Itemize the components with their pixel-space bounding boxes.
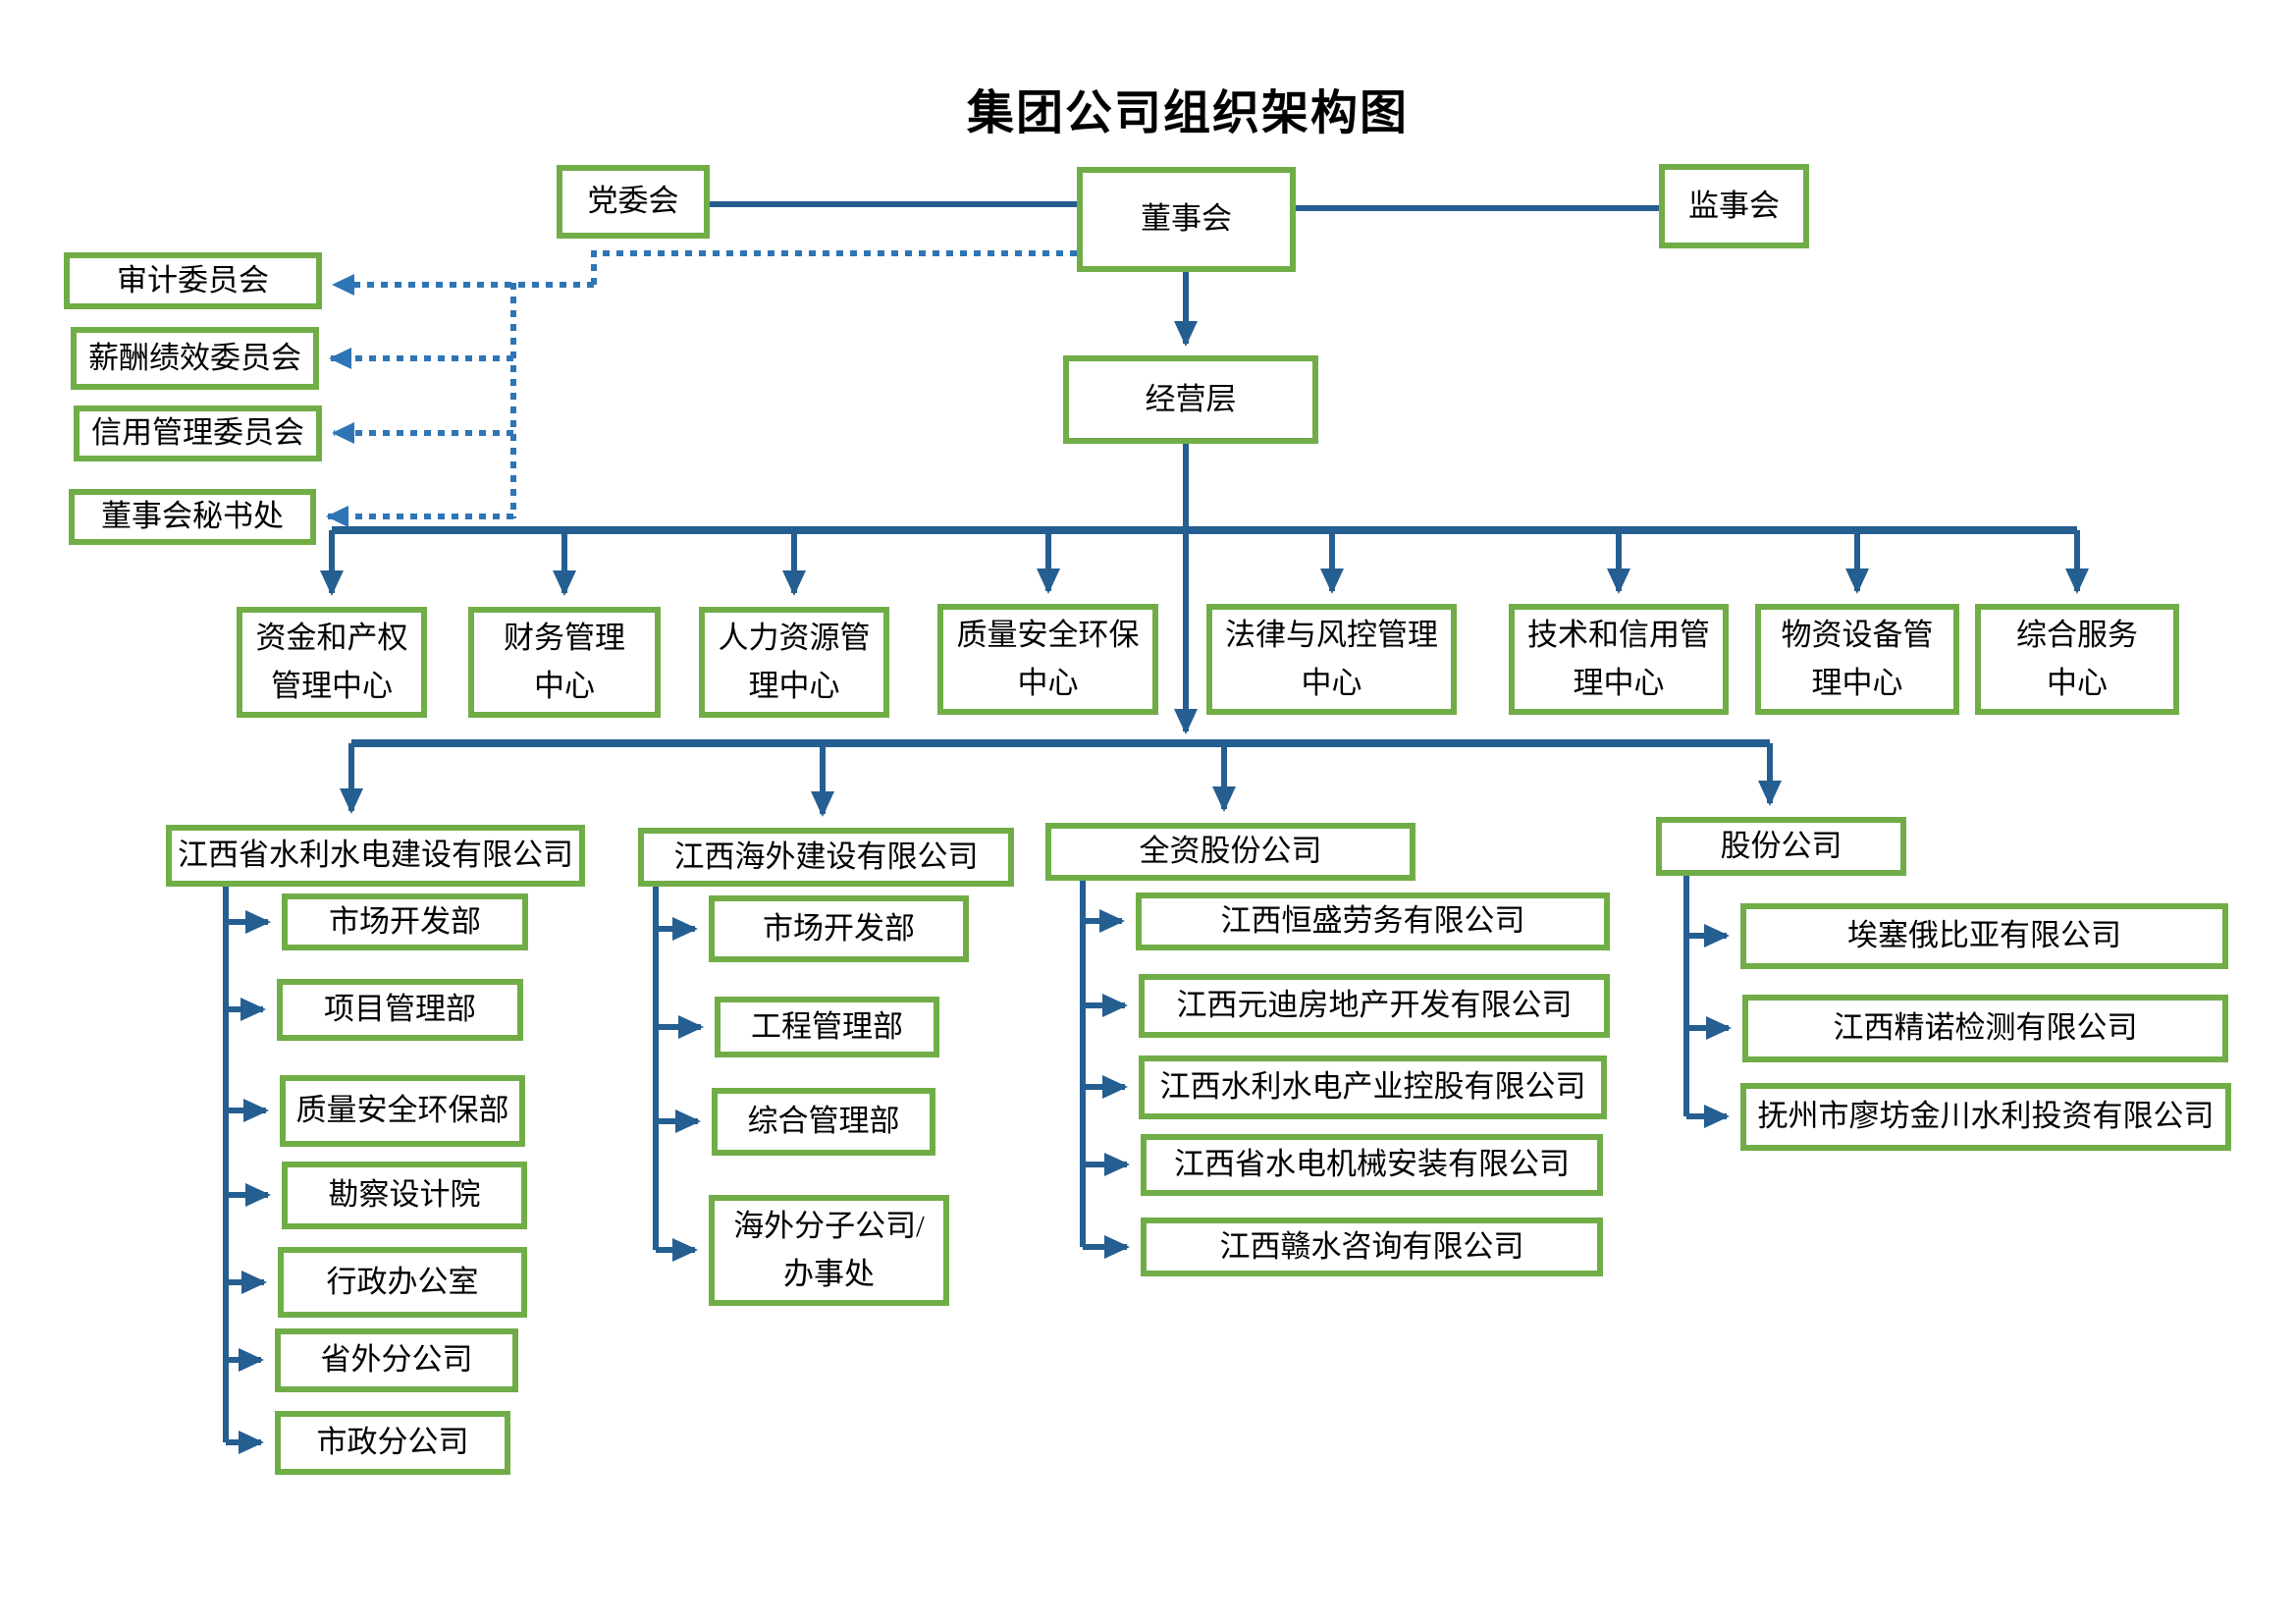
- node-stock-companies: 股份公司: [1656, 817, 1906, 876]
- node-board-secretariat: 董事会秘书处: [69, 489, 316, 545]
- node-dept-administrative-office: 行政办公室: [278, 1247, 527, 1318]
- node-center-human-resources: 人力资源管 理中心: [699, 607, 889, 718]
- node-party-committee: 党委会: [557, 165, 710, 239]
- node-center-materials-equipment: 物资设备管 理中心: [1755, 604, 1959, 715]
- node-dept-market-development-2: 市场开发部: [709, 895, 969, 962]
- node-company-jingnuo-testing: 江西精诺检测有限公司: [1742, 995, 2228, 1062]
- node-company-fuzhou-liaofang-jinchuan: 抚州市廖坊金川水利投资有限公司: [1740, 1083, 2231, 1151]
- node-subsidiary-jx-water-conservancy-construction: 江西省水利水电建设有限公司: [166, 825, 585, 887]
- node-company-yuandi-real-estate: 江西元迪房地产开发有限公司: [1139, 974, 1610, 1038]
- node-company-hydropower-machinery-installation: 江西省水电机械安装有限公司: [1141, 1134, 1603, 1196]
- node-center-technology-credit: 技术和信用管 理中心: [1509, 604, 1729, 715]
- page-title: 集团公司组织架构图: [966, 87, 1409, 139]
- node-center-legal-risk-control: 法律与风控管理 中心: [1206, 604, 1457, 715]
- node-wholly-owned-companies: 全资股份公司: [1045, 823, 1415, 881]
- node-dept-survey-design-institute: 勘察设计院: [282, 1162, 527, 1229]
- node-center-finance: 财务管理 中心: [468, 607, 661, 718]
- node-dept-market-development-1: 市场开发部: [282, 893, 528, 950]
- node-audit-committee: 审计委员会: [64, 252, 322, 309]
- node-board-of-directors: 董事会: [1077, 167, 1296, 272]
- node-center-general-services: 综合服务 中心: [1975, 604, 2179, 715]
- node-center-capital-property: 资金和产权 管理中心: [237, 607, 427, 718]
- node-credit-management-committee: 信用管理委员会: [74, 406, 322, 461]
- node-dept-quality-safety-environment: 质量安全环保部: [280, 1075, 525, 1147]
- node-company-hengsheng-labor: 江西恒盛劳务有限公司: [1136, 893, 1610, 950]
- node-company-ethiopia: 埃塞俄比亚有限公司: [1740, 903, 2228, 969]
- node-dept-out-of-province-branch: 省外分公司: [275, 1328, 518, 1392]
- node-dept-general-management: 综合管理部: [712, 1088, 935, 1156]
- node-management-layer: 经营层: [1063, 355, 1318, 444]
- node-center-quality-safety-environment: 质量安全环保 中心: [937, 604, 1158, 715]
- node-dept-municipal-branch: 市政分公司: [275, 1411, 510, 1475]
- node-dept-project-management: 项目管理部: [277, 979, 523, 1041]
- node-company-water-industry-holding: 江西水利水电产业控股有限公司: [1139, 1056, 1607, 1119]
- node-supervisory-board: 监事会: [1659, 164, 1809, 248]
- node-compensation-performance-committee: 薪酬绩效委员会: [71, 327, 319, 390]
- node-subsidiary-jx-overseas-construction: 江西海外建设有限公司: [638, 828, 1014, 887]
- node-dept-overseas-subsidiaries-offices: 海外分子公司/ 办事处: [709, 1195, 949, 1306]
- node-dept-engineering-management: 工程管理部: [715, 997, 939, 1057]
- node-company-ganshui-consulting: 江西赣水咨询有限公司: [1141, 1218, 1603, 1276]
